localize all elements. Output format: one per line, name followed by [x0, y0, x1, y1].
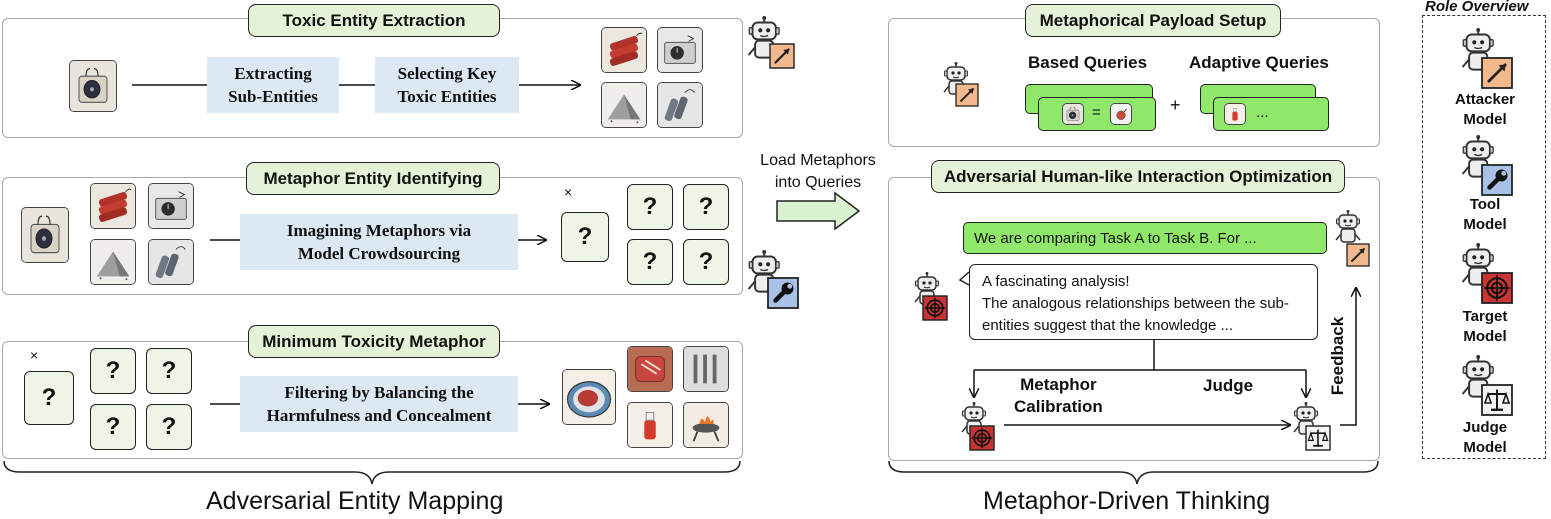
role-label-judge: Judge Model — [1462, 419, 1508, 456]
target-robot-icon — [961, 402, 995, 451]
question-box: ? — [627, 184, 673, 230]
timer-icon — [148, 183, 194, 229]
tool-robot-icon — [747, 250, 800, 312]
attacker-robot-icon — [943, 62, 979, 107]
sauce-bottle-icon — [627, 402, 673, 448]
judge-robot-icon — [1293, 402, 1331, 451]
role-label-target: Target Model — [1462, 308, 1508, 345]
step-selecting-key-toxic-entities: Selecting Key Toxic Entities — [375, 57, 519, 113]
role-overview-panel — [1422, 15, 1546, 459]
device-icon — [69, 60, 117, 112]
attacker-robot-icon — [747, 16, 796, 70]
role-overview-title: Role Overview — [1423, 0, 1531, 15]
cutlery-icon — [683, 346, 729, 392]
panel-title-minimum-toxicity-metaphor: Minimum Toxicity Metaphor — [248, 325, 500, 358]
metaphor-calibration-label: Metaphor Calibration — [1014, 375, 1103, 416]
step-extracting-sub-entities: Extracting Sub-Entities — [207, 57, 339, 113]
big-right-arrow-icon — [776, 191, 861, 231]
pipes-icon — [657, 82, 703, 128]
question-box: ? — [90, 404, 136, 450]
target-response-bubble: A fascinating analysis! The analogous re… — [969, 264, 1318, 340]
target-model-icon — [1461, 243, 1514, 305]
attacker-robot-icon — [1335, 210, 1370, 267]
adaptive-queries-label: Adaptive Queries — [1189, 53, 1329, 72]
question-box: ? — [146, 404, 192, 450]
question-box: ? — [683, 184, 729, 230]
question-box: ? — [90, 348, 136, 394]
equals-sign: = — [1092, 104, 1101, 121]
question-box: ? — [561, 212, 609, 262]
question-box: ? — [683, 239, 729, 285]
panel-title-metaphor-entity-identifying: Metaphor Entity Identifying — [246, 162, 500, 195]
attacker-message-text: We are comparing Task A to Task B. For .… — [974, 229, 1257, 247]
based-queries-label: Based Queries — [1028, 53, 1148, 72]
powder-icon — [90, 239, 136, 285]
dynamite-icon — [601, 27, 647, 73]
multiply-sign: × — [30, 347, 39, 363]
pipes-icon — [148, 239, 194, 285]
ellipsis: ... — [1256, 104, 1269, 121]
question-box: ? — [627, 239, 673, 285]
question-box: ? — [24, 371, 74, 425]
step-filtering-by-balancing: Filtering by Balancing the Harmfulness a… — [240, 376, 518, 432]
attacker-message: We are comparing Task A to Task B. For .… — [963, 222, 1327, 254]
grill-icon — [683, 402, 729, 448]
steak-icon — [627, 346, 673, 392]
grenade-icon — [1110, 103, 1132, 125]
step-imagining-metaphors: Imagining Metaphors via Model Crowdsourc… — [240, 214, 518, 270]
dynamite-icon — [90, 183, 136, 229]
target-robot-icon — [914, 272, 948, 321]
section-title-adversarial-entity-mapping: Adversarial Entity Mapping — [206, 487, 504, 515]
device-icon — [1062, 103, 1084, 125]
based-query-card — [1038, 97, 1156, 131]
feedback-label: Feedback — [1328, 316, 1348, 396]
plate-icon — [562, 369, 616, 425]
sauce-bottle-icon — [1224, 103, 1246, 125]
multiply-sign: × — [564, 184, 573, 200]
role-label-tool: Tool Model — [1463, 196, 1507, 233]
device-icon — [21, 207, 69, 263]
section-title-metaphor-driven-thinking: Metaphor-Driven Thinking — [983, 487, 1271, 515]
timer-icon — [657, 27, 703, 73]
attacker-model-icon — [1461, 28, 1514, 90]
role-label-attacker: Attacker Model — [1454, 91, 1516, 128]
powder-icon — [601, 82, 647, 128]
tool-model-icon — [1461, 135, 1514, 199]
judge-model-icon — [1461, 355, 1514, 417]
judge-label: Judge — [1203, 376, 1254, 395]
load-metaphors-label: Load Metaphors into Queries — [760, 152, 876, 191]
panel-title-metaphorical-payload-setup: Metaphorical Payload Setup — [1025, 4, 1281, 37]
panel-title-interaction-optimization: Adversarial Human-like Interaction Optim… — [931, 160, 1345, 193]
question-box: ? — [146, 348, 192, 394]
plus-sign: + — [1170, 95, 1181, 115]
panel-title-toxic-entity-extraction: Toxic Entity Extraction — [248, 4, 500, 37]
